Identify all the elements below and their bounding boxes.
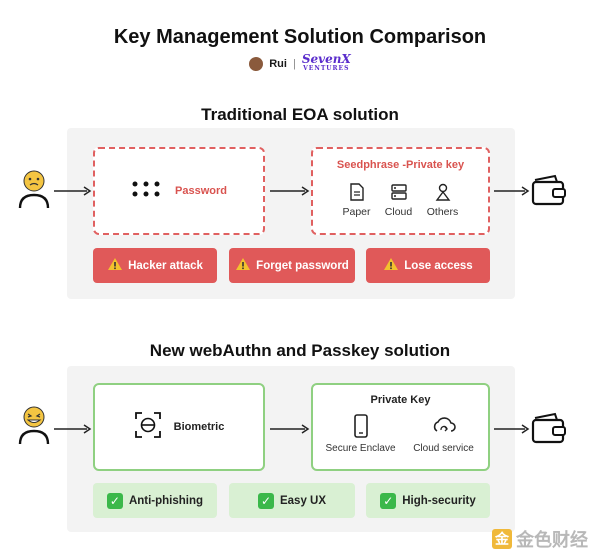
benefit-badge: ✓ Easy UX — [229, 483, 355, 518]
arrow-icon — [54, 422, 92, 440]
author-avatar — [249, 57, 264, 71]
storage-label: Secure Enclave — [325, 443, 396, 454]
biometric-box: Biometric — [93, 383, 265, 471]
brand-sub: VENTURES — [303, 65, 350, 72]
cloud-sync-icon — [433, 417, 456, 432]
watermark: 金 金色财经 — [492, 526, 588, 552]
password-label: Password — [175, 185, 227, 197]
check-icon: ✓ — [257, 492, 274, 509]
benefit-label: Anti-phishing — [128, 494, 204, 507]
author-name: Rui — [269, 58, 287, 70]
page-title: Key Management Solution Comparison — [113, 26, 487, 48]
benefit-label: High-security — [402, 494, 476, 507]
arrow-icon — [494, 422, 530, 440]
wallet-icon — [531, 174, 567, 211]
storage-label: Paper — [342, 206, 371, 218]
storage-secure-enclave: Secure Enclave — [321, 414, 401, 454]
arrow-icon — [270, 184, 310, 202]
benefit-label: Easy UX — [279, 494, 327, 507]
password-box: Password — [93, 147, 265, 235]
risk-label: Forget password — [256, 259, 349, 272]
risk-label: Lose access — [404, 259, 473, 272]
person-icon — [435, 183, 450, 201]
byline-separator: | — [292, 58, 296, 70]
storage-cloud: Cloud — [382, 183, 416, 218]
brand-logo: SevenX VENTURES — [301, 52, 351, 74]
face-scan-icon — [134, 411, 162, 444]
warning-icon — [107, 257, 123, 274]
arrow-icon — [494, 184, 530, 202]
happy-user-icon — [16, 404, 52, 446]
seedphrase-title: Seedphrase -Private key — [336, 159, 465, 171]
check-icon: ✓ — [380, 492, 397, 509]
brand-name: SevenX — [301, 52, 351, 66]
risk-label: Hacker attack — [128, 259, 203, 272]
storage-cloud-service: Cloud service — [407, 414, 481, 454]
phone-icon — [353, 414, 368, 438]
server-icon — [390, 184, 407, 200]
storage-label: Cloud service — [413, 443, 474, 454]
traditional-heading: Traditional EOA solution — [201, 105, 399, 124]
storage-label: Cloud — [384, 206, 413, 218]
seedphrase-box: Seedphrase -Private key Paper Cloud Othe… — [311, 147, 490, 235]
private-key-box: Private Key Secure Enclave Cloud service — [311, 383, 490, 471]
warning-icon — [235, 257, 251, 274]
keypad-icon — [131, 180, 161, 203]
byline: Rui | SevenX VENTURES — [0, 52, 600, 74]
storage-others: Others — [424, 183, 462, 218]
arrow-icon — [54, 184, 92, 202]
biometric-label: Biometric — [173, 421, 225, 433]
wallet-icon — [531, 412, 567, 449]
check-icon: ✓ — [106, 492, 123, 509]
paper-icon — [349, 183, 364, 201]
risk-badge: Lose access — [366, 248, 490, 283]
storage-paper: Paper — [340, 183, 374, 218]
risk-badge: Forget password — [229, 248, 355, 283]
private-key-title: Private Key — [370, 394, 431, 406]
watermark-text: 金色财经 — [516, 530, 588, 550]
storage-label: Others — [426, 206, 459, 218]
benefit-badge: ✓ High-security — [366, 483, 490, 518]
worried-user-icon — [16, 168, 52, 210]
warning-icon — [383, 257, 399, 274]
benefit-badge: ✓ Anti-phishing — [93, 483, 217, 518]
watermark-logo-icon: 金 — [492, 529, 512, 549]
risk-badge: Hacker attack — [93, 248, 217, 283]
webauthn-heading: New webAuthn and Passkey solution — [149, 341, 451, 360]
arrow-icon — [270, 422, 310, 440]
